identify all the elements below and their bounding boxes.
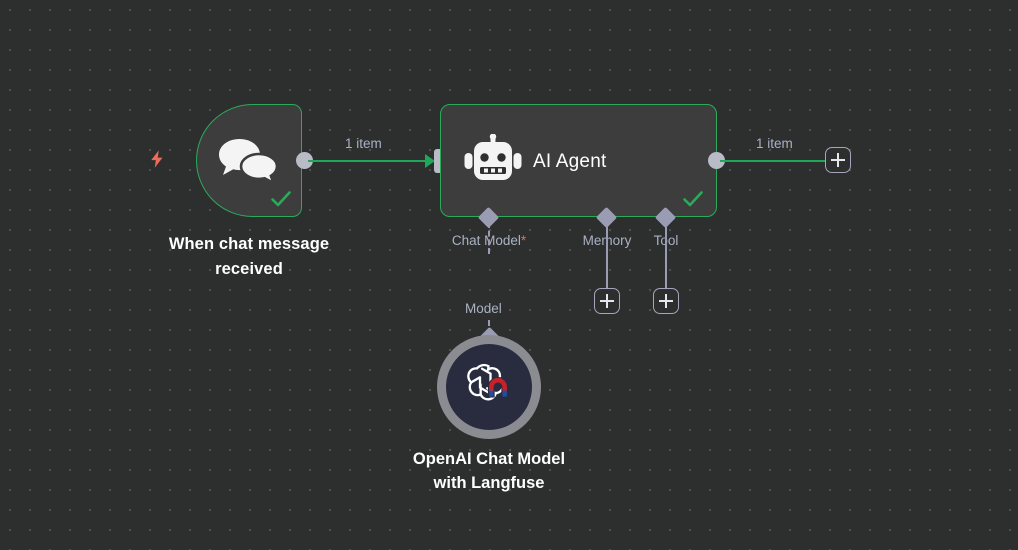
input-port-ai-agent[interactable] xyxy=(434,149,443,173)
sub-connector-label-chat-model-text: Chat Model xyxy=(451,233,521,248)
lightning-bolt-icon xyxy=(147,148,167,170)
connection-label-trigger-to-agent: 1 item xyxy=(345,136,382,151)
node-label-ai-agent: AI Agent xyxy=(533,151,607,172)
openai-langfuse-icon xyxy=(463,361,515,418)
node-title-when-chat-message-received: When chat message received xyxy=(168,235,330,278)
langfuse-magnet-icon xyxy=(487,376,509,398)
node-title-openai-chat-model: OpenAI Chat Model with Langfuse xyxy=(412,450,566,493)
required-marker-chat-model: * xyxy=(520,233,527,248)
chat-bubbles-icon xyxy=(217,137,279,190)
connection-trigger-to-agent[interactable] xyxy=(308,159,430,162)
connection-memory[interactable] xyxy=(605,222,608,290)
openai-langfuse-svg xyxy=(467,363,509,401)
lightning-bolt-svg xyxy=(151,150,163,168)
robot-icon xyxy=(462,133,524,194)
node-openai-chat-model[interactable] xyxy=(437,335,541,439)
connection-arrow-trigger-to-agent xyxy=(425,154,435,168)
add-node-button-after-agent[interactable] xyxy=(825,147,851,173)
connection-label-model: Model xyxy=(465,301,502,316)
node-ai-agent[interactable]: AI Agent xyxy=(440,104,717,217)
status-check-icon-agent xyxy=(683,191,703,207)
connection-chat-model-upper[interactable] xyxy=(488,222,490,254)
output-port-trigger[interactable] xyxy=(296,152,313,169)
chat-bubbles-svg xyxy=(219,139,279,186)
connection-label-agent-to-add: 1 item xyxy=(756,136,793,151)
connection-tool[interactable] xyxy=(664,222,667,290)
output-port-ai-agent[interactable] xyxy=(708,152,725,169)
add-node-button-memory[interactable] xyxy=(594,288,620,314)
connection-agent-to-add[interactable] xyxy=(720,159,825,162)
node-openai-chat-model-inner xyxy=(446,344,532,430)
status-check-icon xyxy=(271,191,291,207)
robot-svg xyxy=(464,133,522,180)
sub-connector-label-chat-model: Chat Model* xyxy=(389,233,589,248)
add-node-button-tool[interactable] xyxy=(653,288,679,314)
node-when-chat-message-received[interactable] xyxy=(196,104,302,217)
